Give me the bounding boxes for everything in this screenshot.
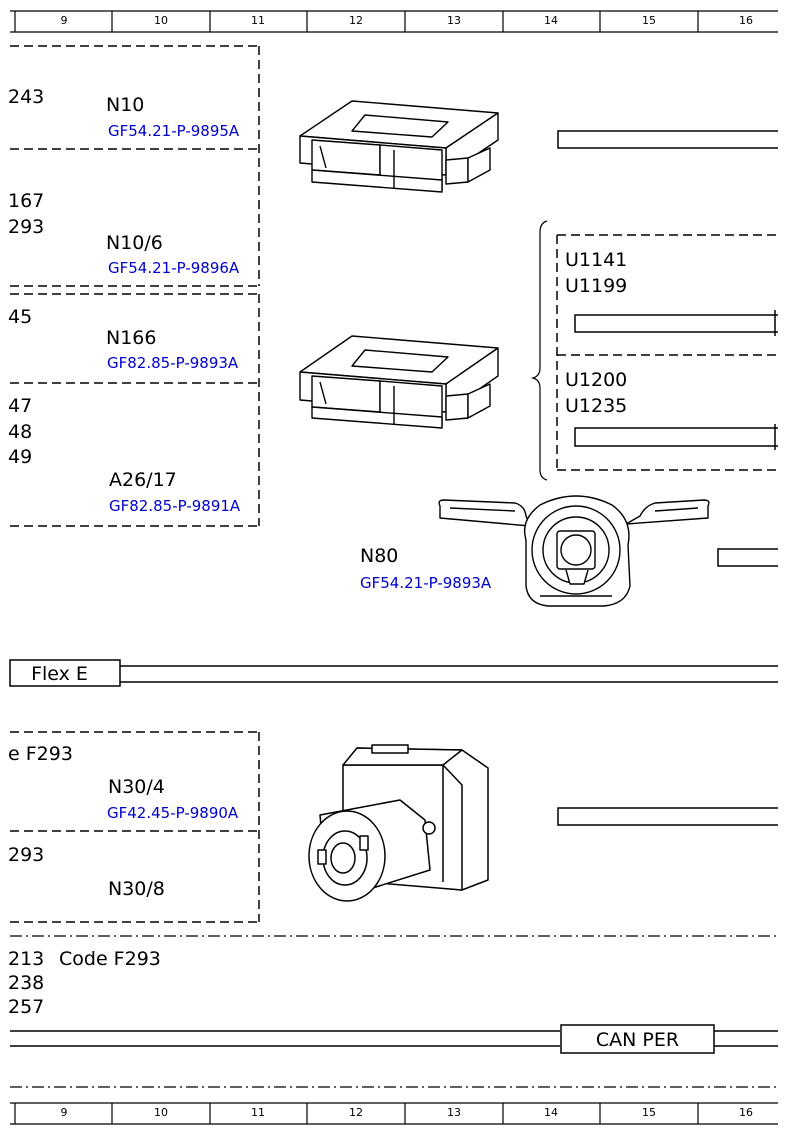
cut-code-line: 293 [8, 844, 45, 866]
ruler-col-11: 11 [251, 1106, 265, 1119]
ruler-col-10: 10 [154, 1106, 168, 1119]
ignition-module-icon [308, 744, 489, 902]
bus-label-can-per: CAN PER [595, 1028, 680, 1051]
option-code-text: Code F293 [59, 948, 161, 970]
cut-code-line: 49 [8, 446, 33, 468]
component-label-n10: N10 [106, 94, 145, 116]
ruler-col-14: 14 [544, 14, 558, 27]
cut-code-line: 257 [8, 996, 45, 1018]
component-frames [10, 45, 260, 923]
cut-code-line: 213 [8, 948, 45, 970]
ruler-col-12: 12 [349, 1106, 363, 1119]
function-ref-link[interactable]: GF54.21-P-9896A [108, 259, 240, 277]
cut-code-line: 47 [8, 395, 33, 417]
component-label-a26-17: A26/17 [109, 469, 177, 491]
ruler-col-16: 16 [739, 14, 753, 27]
component-label-n30-8: N30/8 [108, 878, 165, 900]
ruler-col-16: 16 [739, 1106, 753, 1119]
ruler-col-15: 15 [642, 14, 656, 27]
bottom-ruler-frame [10, 1102, 778, 1125]
ruler-col-10: 10 [154, 14, 168, 27]
variant-code: U1235 [565, 395, 628, 417]
cut-code-line: 45 [8, 306, 33, 328]
control-unit-icon-n166 [299, 335, 499, 429]
top-ruler-frame [10, 10, 778, 33]
ruler-col-14: 14 [544, 1106, 558, 1119]
separator-lines [10, 935, 778, 1088]
ruler-col-9: 9 [60, 14, 68, 27]
cut-code-line: 243 [8, 86, 45, 108]
cut-code-line: 48 [8, 421, 33, 443]
function-ref-link[interactable]: GF54.21-P-9893A [360, 574, 492, 592]
ruler-col-9: 9 [60, 1106, 68, 1119]
cut-code-line: 293 [8, 216, 45, 238]
cut-code-line: e F293 [8, 743, 73, 765]
connection-stubs [557, 130, 778, 826]
variant-code: U1141 [565, 249, 628, 271]
bus-label-flex-e: Flex E [31, 662, 88, 685]
component-label-n10-6: N10/6 [106, 232, 163, 254]
flex-e-bus-lines [9, 659, 778, 687]
component-label-n80: N80 [360, 545, 399, 567]
ruler-col-15: 15 [642, 1106, 656, 1119]
can-per-bus-lines [10, 1024, 778, 1054]
function-ref-link[interactable]: GF42.45-P-9890A [107, 804, 239, 822]
ruler-col-11: 11 [251, 14, 265, 27]
steering-module-icon [438, 495, 710, 607]
function-ref-link[interactable]: GF82.85-P-9893A [107, 354, 239, 372]
variant-code: U1200 [565, 369, 628, 391]
cut-code-line: 167 [8, 190, 45, 212]
cut-code-line: 238 [8, 972, 45, 994]
variant-brace [530, 220, 548, 481]
variant-frames [556, 234, 778, 471]
control-unit-icon-n10 [299, 100, 499, 193]
ruler-col-12: 12 [349, 14, 363, 27]
ruler-col-13: 13 [447, 1106, 461, 1119]
function-ref-link[interactable]: GF82.85-P-9891A [109, 497, 241, 515]
variant-code: U1199 [565, 275, 628, 297]
component-label-n30-4: N30/4 [108, 776, 165, 798]
component-label-n166: N166 [106, 327, 157, 349]
function-ref-link[interactable]: GF54.21-P-9895A [108, 122, 240, 140]
ruler-col-13: 13 [447, 14, 461, 27]
